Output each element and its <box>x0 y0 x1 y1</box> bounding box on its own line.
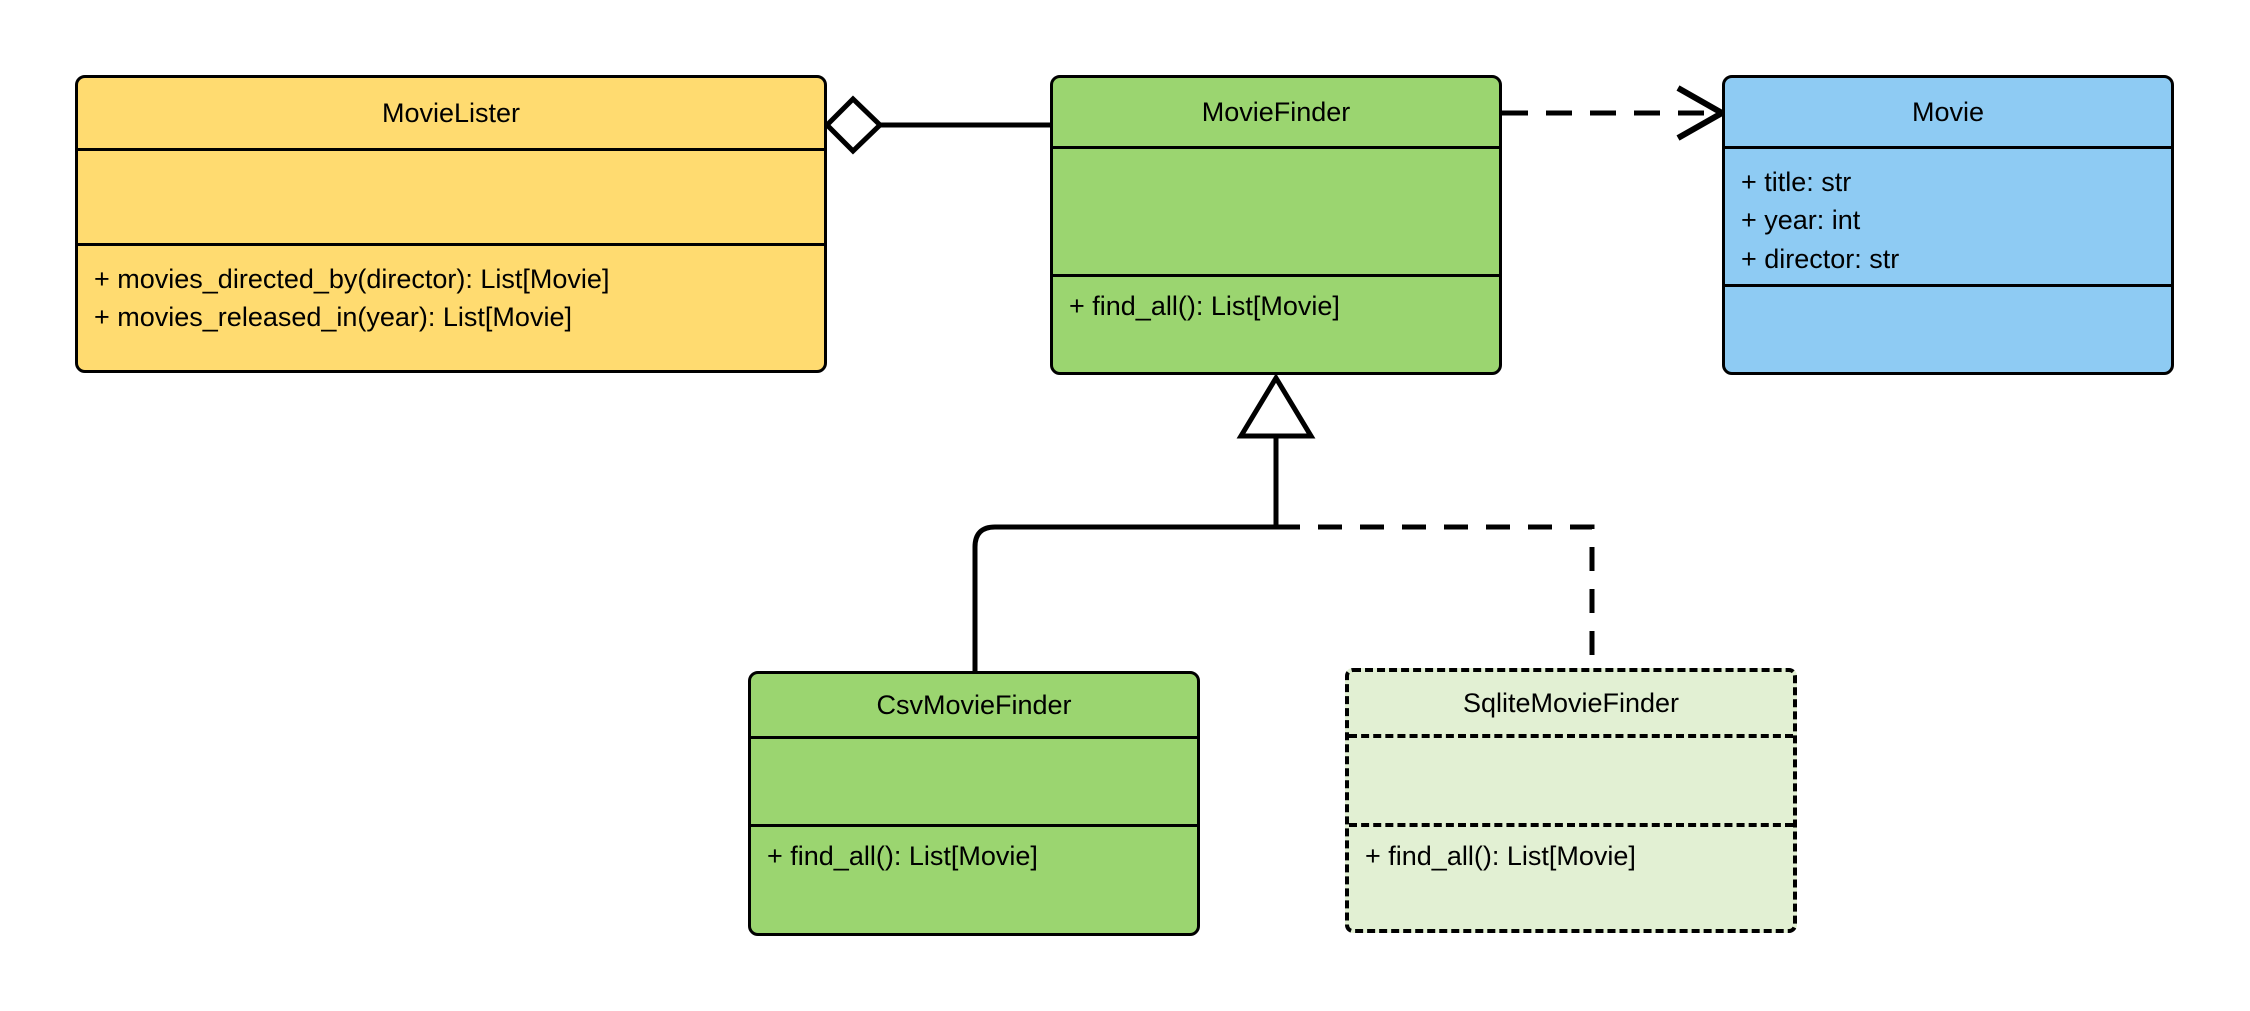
hollow-triangle-icon <box>1236 373 1316 439</box>
empty-attributes <box>1069 159 1483 264</box>
attribute-item: + director: str <box>1741 243 1900 274</box>
class-title-csvmoviefinder: CsvMovieFinder <box>876 689 1072 720</box>
class-title-movielister: MovieLister <box>381 97 521 128</box>
compartment-divider <box>1725 284 2171 287</box>
generalization-sqlitemoviefinder-moviefinder <box>1276 524 1595 668</box>
compartment-divider <box>751 736 1197 739</box>
dependency-moviefinder-movie <box>1502 85 1729 141</box>
compartment-divider <box>1053 274 1499 277</box>
methods-compartment-moviefinder: + find_all(): List[Movie] <box>1053 277 1499 335</box>
generalization-csvmoviefinder-moviefinder <box>972 524 1276 671</box>
empty-attributes <box>1365 748 1777 813</box>
attributes-compartment-moviefinder <box>1053 149 1499 274</box>
class-box-moviefinder[interactable]: MovieFinder + find_all(): List[Movie] <box>1050 75 1502 375</box>
attributes-compartment-sqlitemoviefinder <box>1349 738 1793 823</box>
method-item: + find_all(): List[Movie] <box>1069 291 1340 321</box>
attribute-item: + year: int <box>1741 205 1861 236</box>
compartment-divider <box>1349 734 1793 738</box>
class-box-csvmoviefinder[interactable]: CsvMovieFinder + find_all(): List[Movie] <box>748 671 1200 936</box>
compartment-divider <box>1725 146 2171 149</box>
attribute-item: + title: str <box>1741 167 1852 197</box>
class-title-movie: Movie <box>1911 96 1985 127</box>
empty-attributes <box>767 749 1181 814</box>
methods-compartment-movielister: + movies_directed_by(director): List[Mov… <box>78 246 824 347</box>
methods-compartment-sqlitemoviefinder: + find_all(): List[Movie] <box>1349 827 1793 885</box>
class-box-sqlitemoviefinder[interactable]: SqliteMovieFinder + find_all(): List[Mov… <box>1345 668 1797 933</box>
generalization-trunk <box>1236 373 1316 527</box>
method-item: + find_all(): List[Movie] <box>1365 841 1636 871</box>
empty-attributes <box>94 161 808 233</box>
class-box-movie[interactable]: Movie + title: str + year: int + directo… <box>1722 75 2174 375</box>
compartment-divider <box>751 824 1197 827</box>
attributes-compartment-movielister <box>78 151 824 243</box>
attributes-compartment-movie: + title: str + year: int + director: str <box>1725 149 2171 284</box>
method-item: + movies_directed_by(director): List[Mov… <box>94 264 610 294</box>
class-box-movielister[interactable]: MovieLister + movies_directed_by(directo… <box>75 75 827 373</box>
compartment-divider <box>1349 823 1793 827</box>
hollow-diamond-icon <box>823 95 884 155</box>
compartment-divider <box>1053 146 1499 149</box>
class-title-sqlitemoviefinder: SqliteMovieFinder <box>1462 687 1680 718</box>
compartment-divider <box>78 243 824 246</box>
methods-compartment-csvmoviefinder: + find_all(): List[Movie] <box>751 827 1197 885</box>
class-title-moviefinder: MovieFinder <box>1201 96 1351 127</box>
generalization-branch-dashed <box>1276 524 1595 668</box>
aggregation-movielister-moviefinder <box>823 95 1050 155</box>
compartment-divider <box>78 148 824 151</box>
method-item: + find_all(): List[Movie] <box>767 841 1038 871</box>
generalization-branch-solid <box>972 524 1276 671</box>
method-item: + movies_released_in(year): List[Movie] <box>94 302 572 333</box>
open-arrow-icon <box>1676 85 1729 141</box>
methods-compartment-movie <box>1725 287 2171 307</box>
attributes-compartment-csvmoviefinder <box>751 739 1197 824</box>
